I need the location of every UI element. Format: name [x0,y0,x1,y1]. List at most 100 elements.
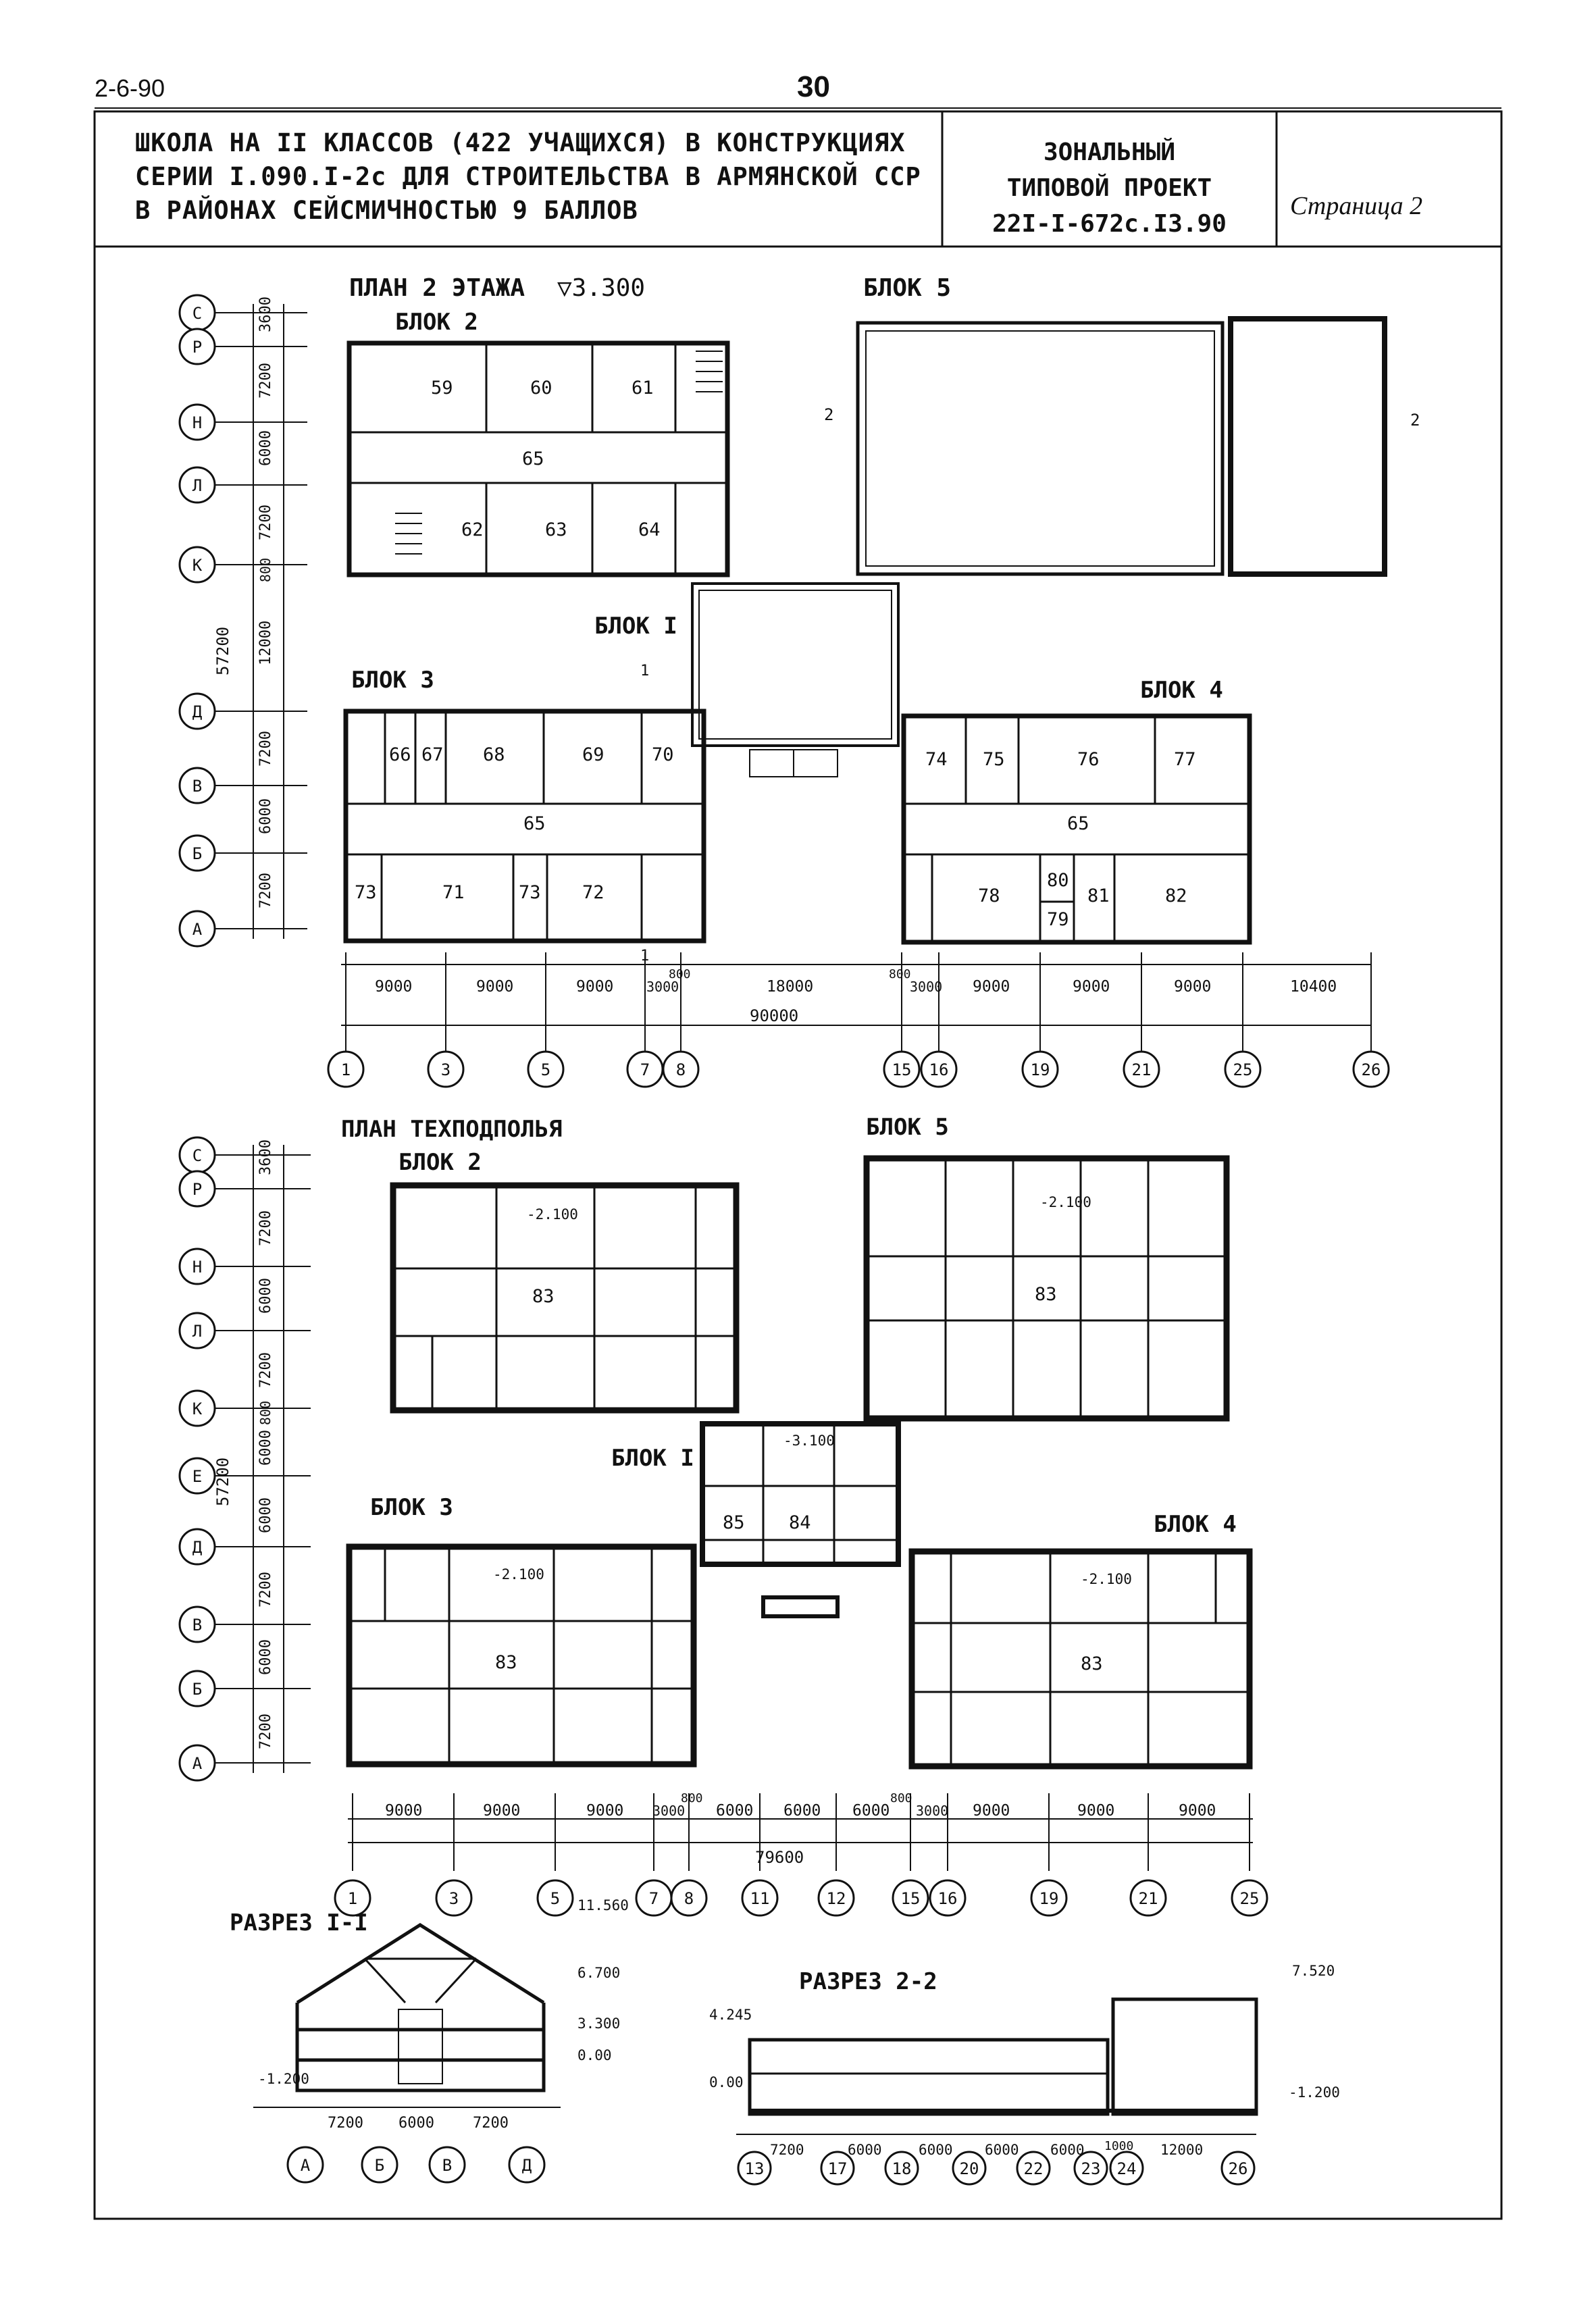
basement-level-b1: -3.100 [783,1433,835,1449]
project-type-line-2: ТИПОВОЙ ПРОЕКТ [1006,174,1212,202]
basement-row-dim-8: 7200 [257,1572,274,1608]
basement-row-axis-1: С [178,1136,216,1174]
plan2-col-dim-4: 3000 [646,979,679,995]
plan2-row-axis-4: Л [178,466,216,504]
svg-text:13: 13 [745,2159,765,2178]
basement-row-dim-5: 800 [257,1401,274,1425]
sec1-level-3: 3.300 [577,2015,620,2032]
basement-axis-lines [201,1145,1253,1843]
room-68: 68 [483,744,505,765]
svg-text:22: 22 [1024,2159,1044,2178]
room-73-right: 73 [519,882,541,903]
sec2-axis-23: 23 [1073,2151,1108,2186]
block-3-basement [346,1543,697,1768]
svg-text:16: 16 [929,1060,949,1079]
basement-row-axis-3: Н [178,1248,216,1285]
basement-row-dim-2: 7200 [257,1210,274,1246]
svg-text:5: 5 [550,1889,560,1908]
plan2-row-dim-8: 6000 [257,798,274,834]
block-1-plan [691,582,900,777]
room-79: 79 [1047,909,1069,930]
plan2-col-axis-19: 19 [1021,1050,1059,1088]
basement-row-dim-4: 7200 [257,1352,274,1388]
basement-block-4: БЛОК 4 [1154,1511,1237,1538]
basement-row-axis-2: Р [178,1170,216,1208]
sec2-axis-22: 22 [1016,2151,1051,2186]
basement-level-b4: -2.100 [1081,1571,1132,1587]
sec2-dim-7: 12000 [1160,2142,1203,2158]
basement-col-dim-10: 3000 [916,1803,948,1819]
room-65-b4: 65 [1067,813,1089,834]
svg-text:А: А [301,2156,311,2175]
basement-row-dim-6: 6000 [257,1430,274,1466]
plan2-row-axis-1: С [178,294,216,332]
plan2-col-axis-3: 3 [427,1050,465,1088]
section-1-1 [253,1923,561,2108]
sec2-axis-26: 26 [1220,2151,1256,2186]
plan2-section-2-right: 2 [1410,411,1420,430]
svg-text:Н: Н [192,1258,202,1277]
basement-block-1: БЛОК I [611,1445,694,1472]
room-73-left: 73 [355,882,377,903]
sec1-dim-1: 7200 [328,2115,363,2132]
basement-col-dim-4: 3000 [652,1803,685,1819]
basement-row-axis-4: Л [178,1312,216,1349]
svg-text:С: С [192,304,202,323]
room-65-b3: 65 [523,813,546,834]
plan2-col-ticks [345,952,1372,1054]
block-5-plan [856,316,1387,577]
room-67: 67 [421,744,444,765]
basement-col-axis-25: 25 [1231,1879,1268,1917]
svg-text:1: 1 [341,1060,351,1079]
room-77: 77 [1174,749,1196,770]
plan2-col-axis-21: 21 [1123,1050,1160,1088]
basement-col-axis-19: 19 [1030,1879,1068,1917]
plan2-col-dim-12: 10400 [1290,978,1337,996]
svg-text:А: А [192,1754,203,1773]
plan2-block-2: БЛОК 2 [395,309,478,336]
svg-text:1: 1 [348,1889,357,1908]
svg-text:Р: Р [192,1180,202,1199]
sec2-dim-4: 6000 [985,2142,1019,2158]
plan2-col-dim-9: 9000 [973,978,1010,996]
sec2-axis-17: 17 [820,2151,855,2186]
sec2-level-2: 0.00 [709,2074,744,2090]
basement-col-dim-3: 9000 [586,1802,623,1820]
svg-text:Д: Д [192,702,203,721]
basement-row-axis-5: К [178,1389,216,1427]
plan2-col-dim-3: 9000 [576,978,613,996]
plan2-col-dim-5: 800 [669,967,691,981]
svg-text:8: 8 [684,1889,694,1908]
room-71: 71 [442,882,465,903]
plan2-row-axis-9: А [178,910,216,948]
section-2-title: РАЗРЕЗ 2-2 [799,1968,937,1995]
plan2-col-axis-15: 15 [883,1050,921,1088]
svg-text:25: 25 [1240,1889,1260,1908]
plan2-row-dim-1: 3600 [257,297,274,332]
basement-row-axis-9: Б [178,1670,216,1707]
plan2-col-axis-16: 16 [920,1050,958,1088]
svg-text:К: К [192,556,203,575]
basement-col-axis-11: 11 [741,1879,779,1917]
basement-title: ПЛАН ТЕХПОДПОЛЬЯ [341,1116,563,1143]
block-3-plan [343,709,706,944]
room-63: 63 [545,519,567,540]
basement-block-3: БЛОК 3 [370,1494,453,1521]
sec1-axis-1: А [286,2146,324,2184]
sec2-dim-3: 6000 [919,2142,953,2158]
basement-level-b5: -2.100 [1040,1194,1091,1210]
svg-text:12: 12 [827,1889,846,1908]
svg-text:С: С [192,1146,202,1165]
plan2-level: ▽3.300 [557,274,645,302]
basement-col-axis-5: 5 [536,1879,574,1917]
basement-col-dim-5: 800 [681,1791,703,1805]
block-2-basement [390,1182,740,1414]
svg-text:Е: Е [192,1467,202,1486]
plan2-title: ПЛАН 2 ЭТАЖА [349,274,525,302]
basement-room-85: 85 [723,1512,745,1533]
svg-text:19: 19 [1031,1060,1050,1079]
basement-row-axis-6: Е [178,1457,216,1495]
plan2-axis-lines [201,304,1371,1026]
room-62: 62 [461,519,484,540]
